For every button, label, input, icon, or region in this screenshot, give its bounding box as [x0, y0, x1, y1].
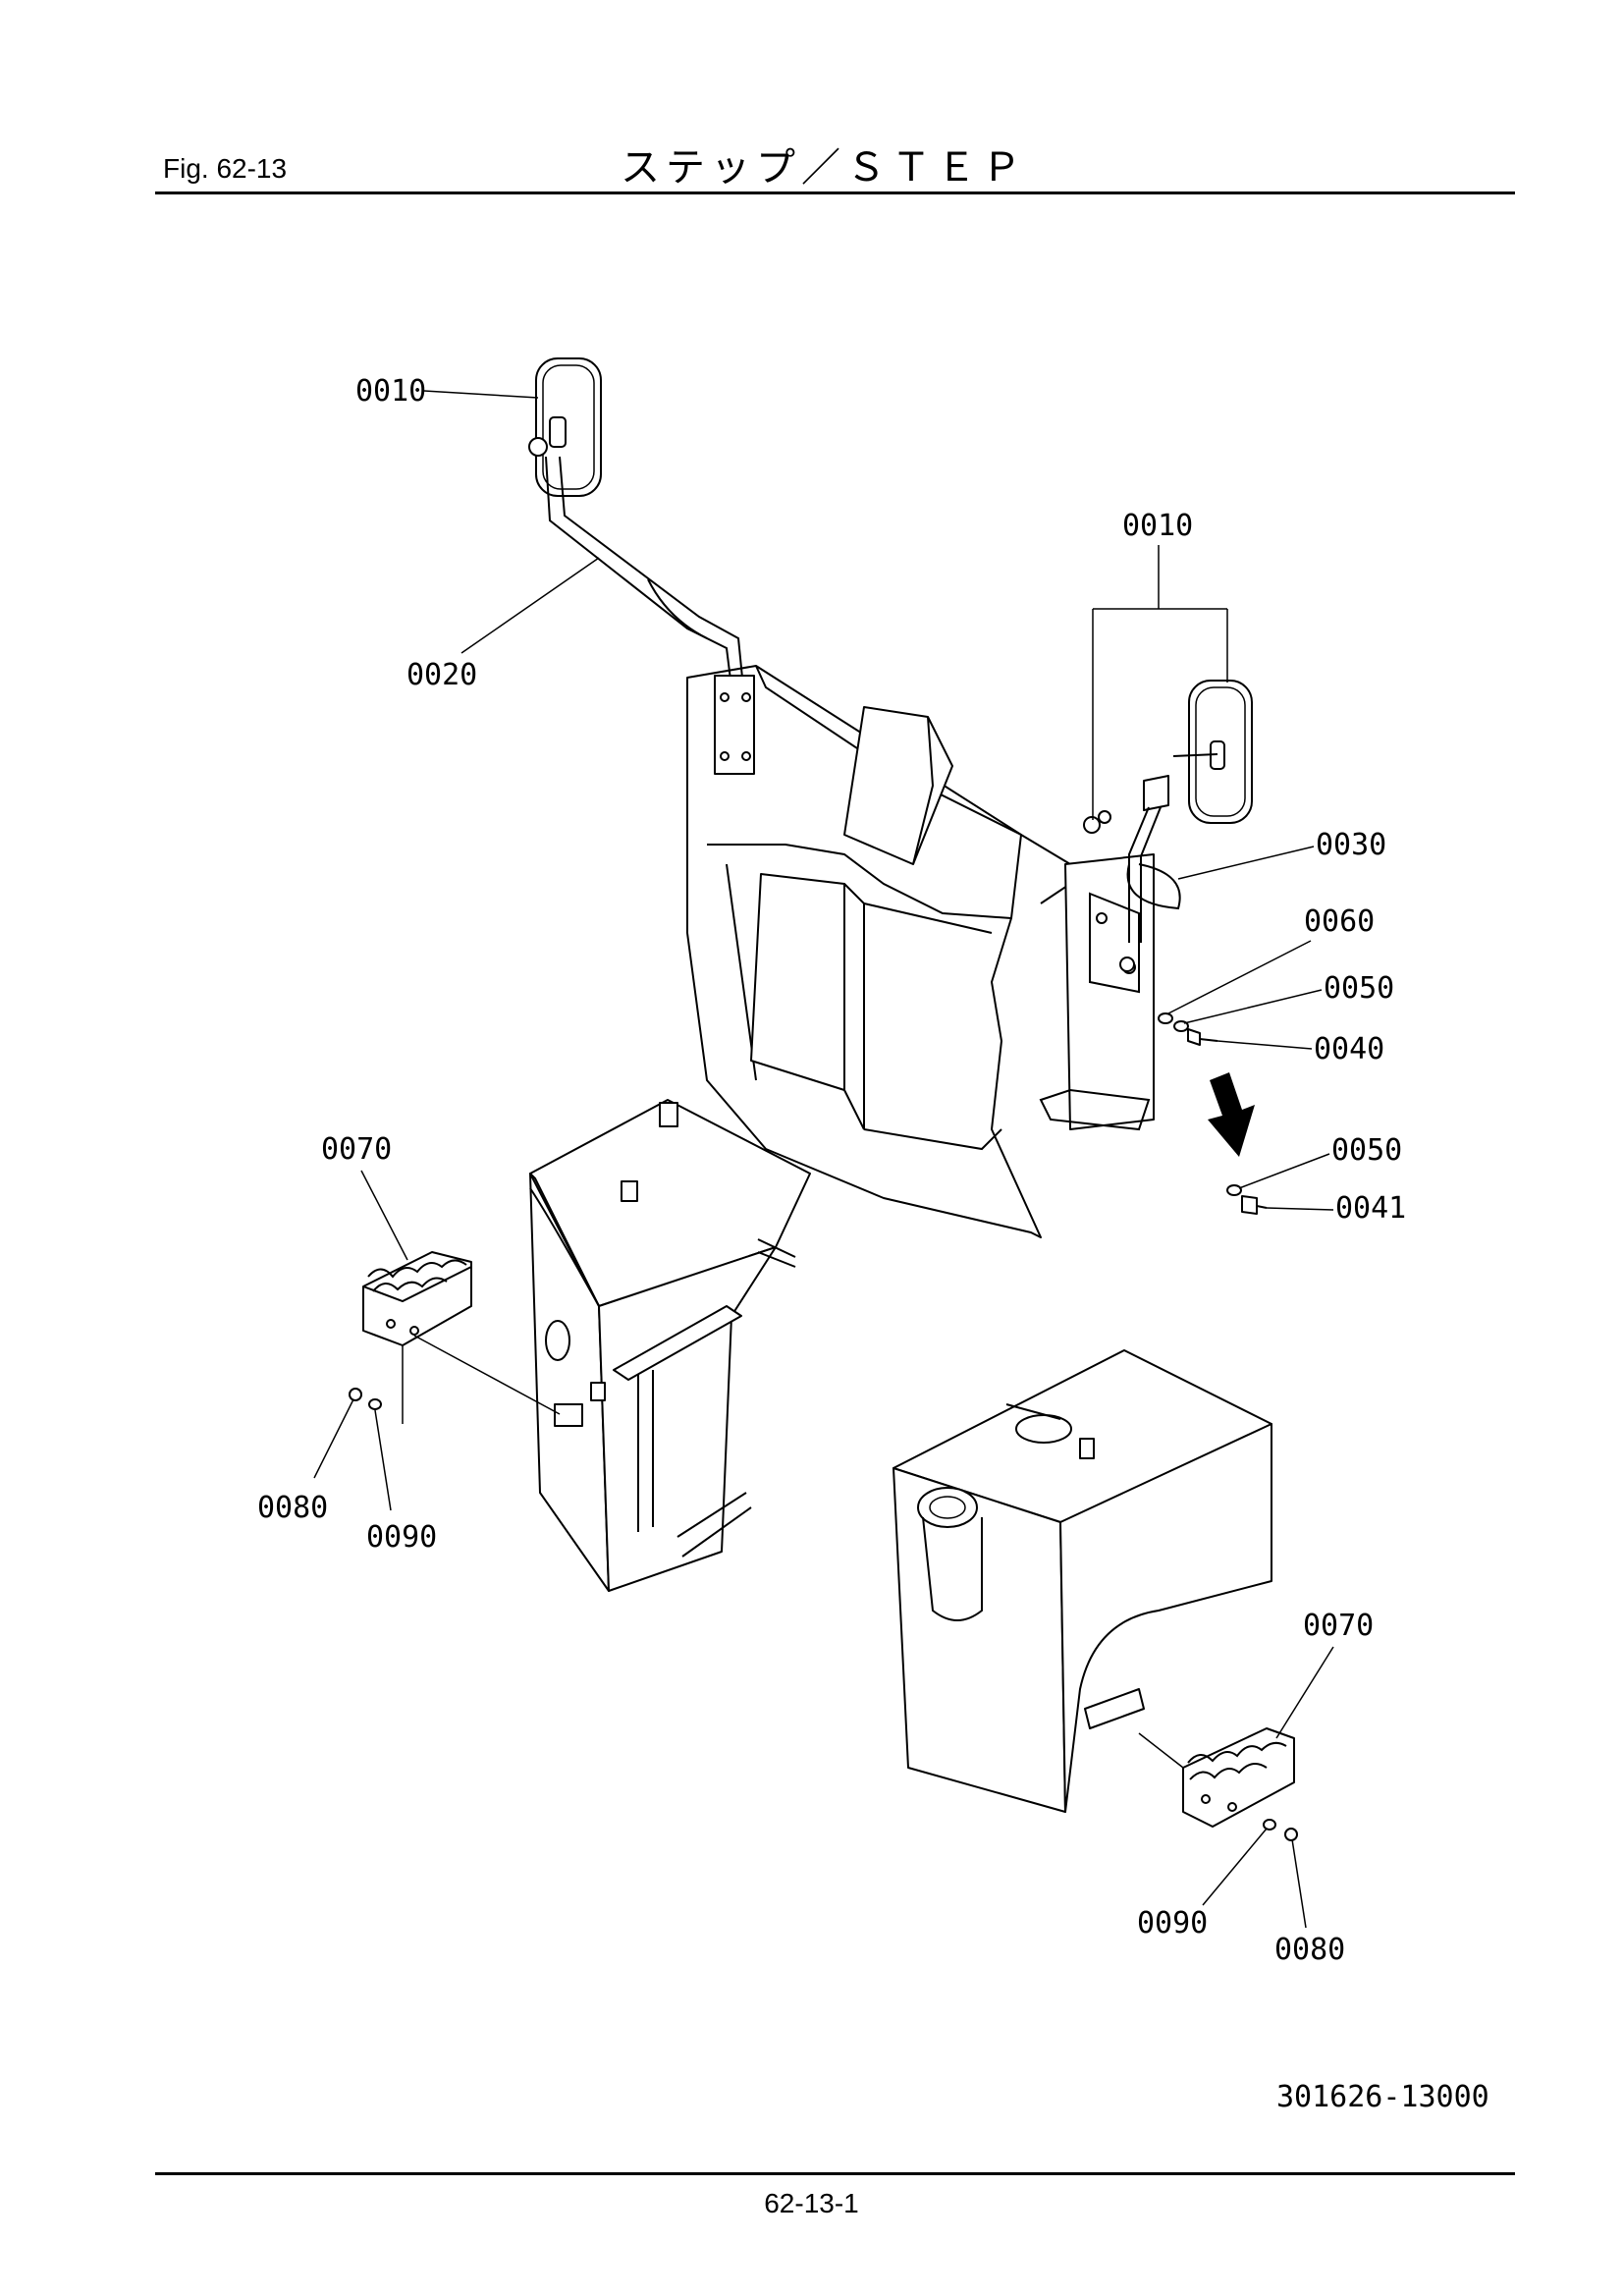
callout-0070-left: 0070 [321, 1132, 392, 1167]
callout-0050-top: 0050 [1324, 971, 1394, 1006]
callout-0080-left: 0080 [257, 1491, 328, 1525]
header-rule [155, 191, 1515, 194]
direction-arrow [1208, 1072, 1255, 1157]
callout-0010-right: 0010 [1122, 509, 1193, 543]
callout-0050-bottom: 0050 [1331, 1133, 1402, 1168]
callout-0010-left: 0010 [355, 374, 426, 409]
page-title: ステップ／ＳＴＥＰ [621, 145, 1027, 191]
right-fasteners [1158, 1012, 1268, 1215]
left-tank-body [529, 1099, 811, 1592]
callout-0090-left: 0090 [366, 1520, 437, 1555]
drawing-number: 301626-13000 [1276, 2080, 1489, 2114]
right-mirror-assembly [1083, 680, 1253, 972]
left-mirror-assembly [528, 357, 755, 775]
callout-0030: 0030 [1316, 828, 1386, 862]
figure-label: Fig. 62-13 [163, 153, 288, 184]
right-step [1182, 1727, 1298, 1841]
callout-0041: 0041 [1335, 1191, 1406, 1226]
right-tank-body [893, 1349, 1272, 1813]
callout-0090-right: 0090 [1137, 1906, 1208, 1941]
callout-0070-right: 0070 [1303, 1609, 1374, 1643]
page-number: 62-13-1 [764, 2188, 859, 2218]
cab-front-cover [686, 665, 1071, 1238]
callout-0020: 0020 [406, 658, 477, 692]
callout-0060: 0060 [1304, 904, 1375, 939]
callouts: 0010 0010 0020 0030 0060 0050 0040 0050 … [257, 374, 1406, 1967]
left-step [349, 1251, 561, 1424]
callout-0040: 0040 [1314, 1032, 1384, 1066]
footer-rule [155, 2172, 1515, 2175]
callout-0080-right: 0080 [1274, 1933, 1345, 1967]
right-support-column [1039, 853, 1155, 1131]
